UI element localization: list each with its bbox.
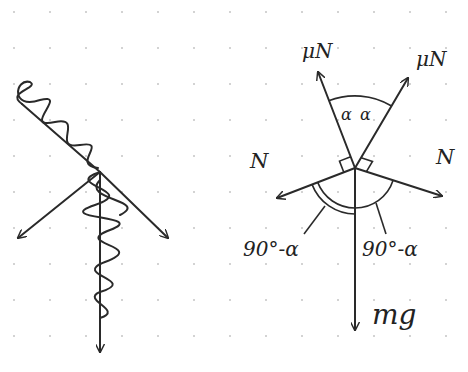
force-label: μN [302, 40, 333, 62]
angle-marks [304, 96, 393, 234]
scribbled-figure [17, 82, 168, 352]
force-label: mg [372, 300, 416, 331]
angle-label: 90°-α [362, 238, 418, 260]
angle-label: 90°-α [243, 238, 299, 260]
dot-grid [13, 11, 447, 337]
angle-label: α [360, 106, 371, 124]
force-arrows [277, 72, 442, 330]
force-label: N [436, 146, 454, 169]
angle-label: α [341, 106, 352, 124]
force-label: μN [416, 48, 447, 70]
force-label: N [250, 150, 268, 173]
